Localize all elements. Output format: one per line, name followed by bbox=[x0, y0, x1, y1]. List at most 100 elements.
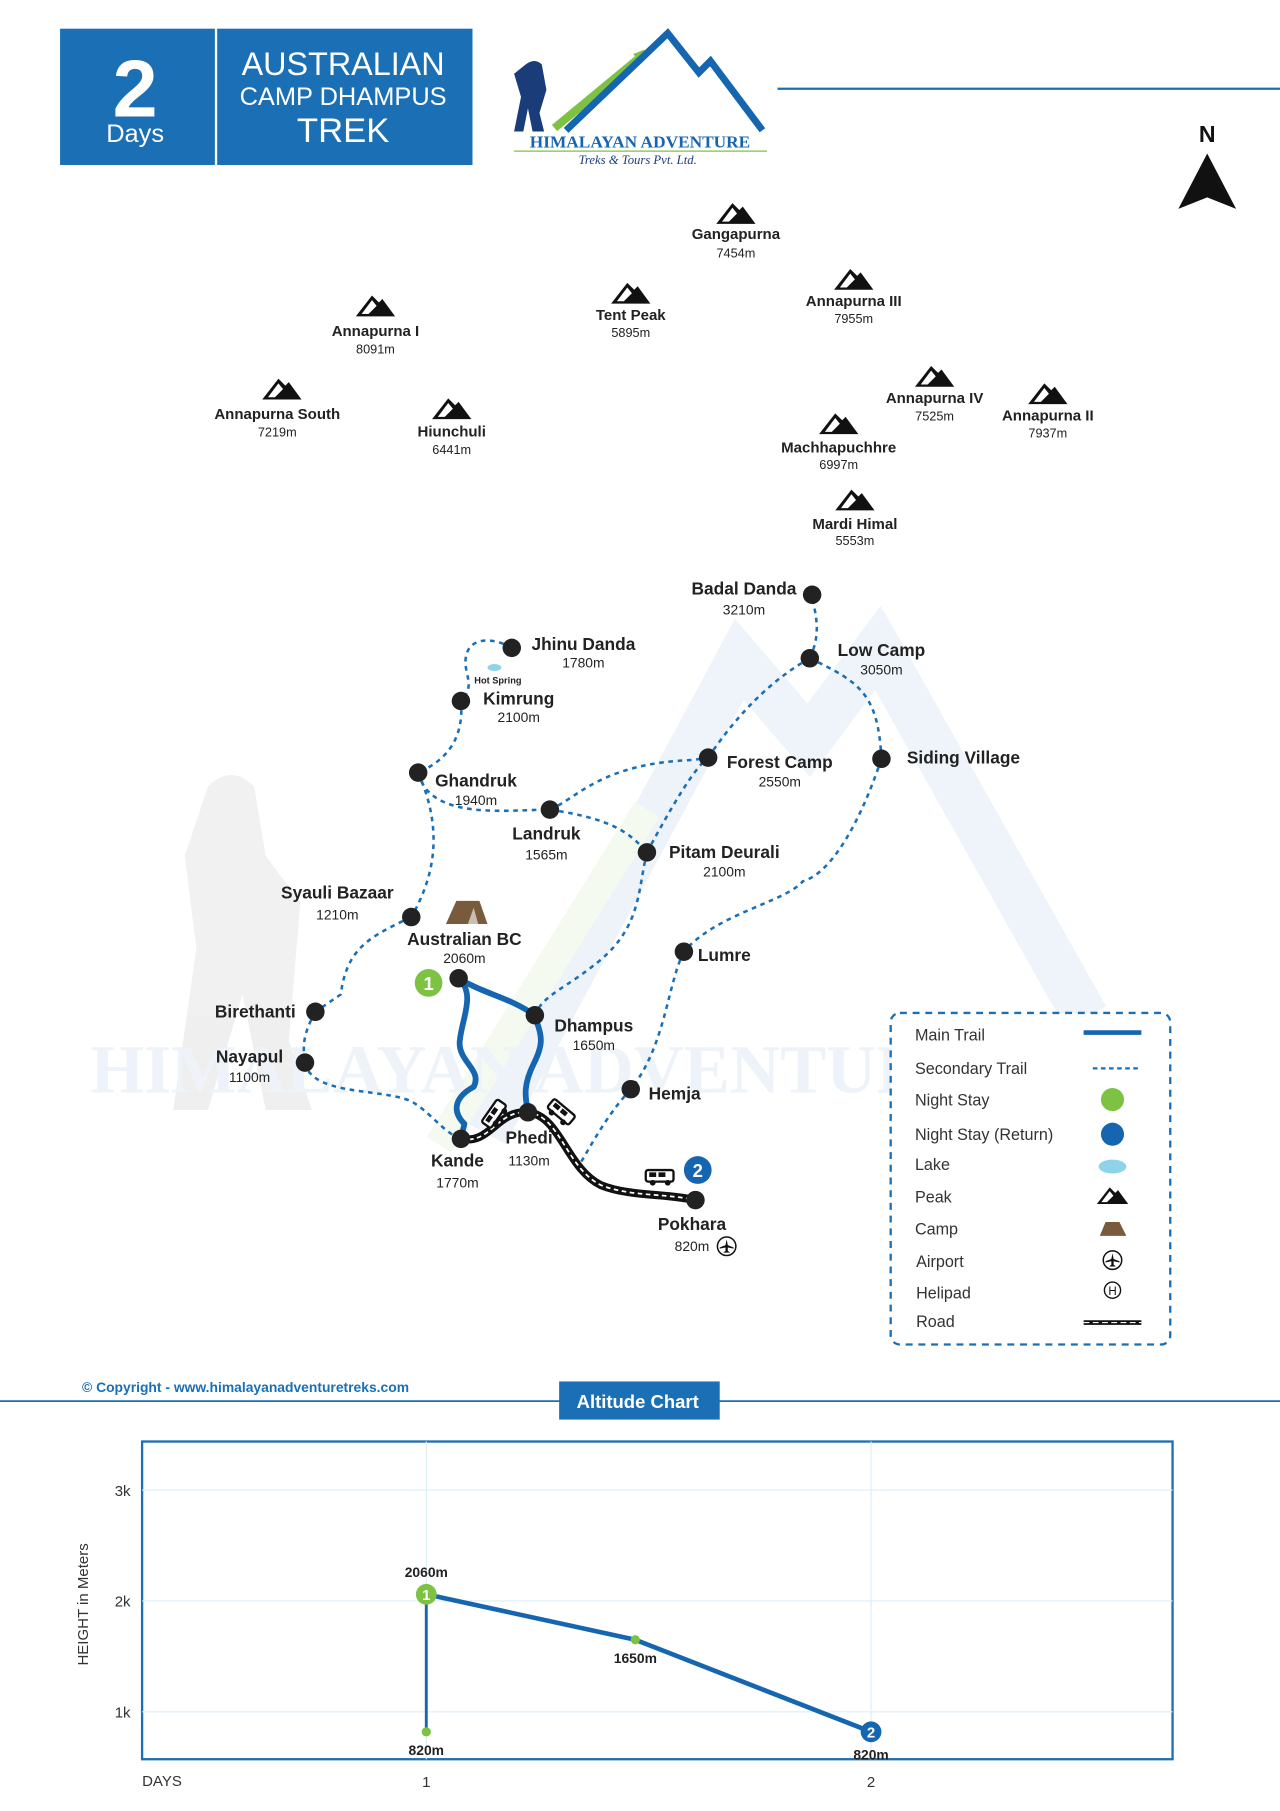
peak-icon bbox=[611, 282, 651, 304]
place-alt: 1770m bbox=[436, 1174, 478, 1190]
peak-name: Machhapuchhre bbox=[781, 440, 896, 457]
place-dot bbox=[686, 1190, 705, 1210]
legend-lake: Lake bbox=[915, 1156, 950, 1174]
legend-main-trail: Main Trail bbox=[915, 1027, 985, 1045]
chart-header: Altitude Chart bbox=[577, 1391, 699, 1412]
peak-alt: 6997m bbox=[819, 458, 858, 472]
place-alt: 2060m bbox=[443, 950, 485, 966]
logo-name: HIMALAYAN ADVENTURE bbox=[530, 133, 750, 152]
legend-camp: Camp bbox=[915, 1221, 958, 1239]
peak-name: Annapurna South bbox=[214, 406, 340, 423]
data-label: 820m bbox=[409, 1742, 444, 1758]
place-alt: 1940m bbox=[455, 792, 497, 808]
place-name: Ghandruk bbox=[435, 771, 517, 791]
camp-icon bbox=[445, 900, 488, 924]
place-name: Hemja bbox=[649, 1084, 701, 1104]
place-alt: 2100m bbox=[703, 864, 745, 880]
peak-name: Tent Peak bbox=[596, 307, 666, 324]
camp-icon bbox=[1099, 1222, 1127, 1236]
legend-peak: Peak bbox=[915, 1188, 953, 1206]
helipad-icon: H bbox=[1103, 1281, 1122, 1299]
days-box bbox=[60, 28, 215, 165]
place-dot bbox=[402, 907, 421, 927]
legend-airport: Airport bbox=[916, 1253, 964, 1271]
place-dot bbox=[449, 969, 468, 988]
day-marker-label: 1 bbox=[422, 1587, 430, 1604]
place-name: Forest Camp bbox=[727, 752, 833, 772]
place-name: Siding Village bbox=[907, 747, 1021, 767]
legend-road: Road bbox=[916, 1313, 955, 1331]
place-dot bbox=[518, 1103, 538, 1122]
place-dot bbox=[637, 843, 657, 862]
place-name: Nayapul bbox=[216, 1047, 283, 1067]
night-stay-marker: 1 bbox=[423, 973, 433, 994]
peak-icon bbox=[432, 398, 472, 420]
place-alt: 1565m bbox=[525, 846, 567, 862]
airport-icon bbox=[716, 1236, 737, 1257]
place-name: Pokhara bbox=[658, 1214, 727, 1234]
y-tick-label: 3k bbox=[115, 1483, 131, 1500]
day-marker bbox=[860, 1721, 882, 1743]
place-alt: 1100m bbox=[229, 1069, 270, 1085]
svg-text:H: H bbox=[1108, 1286, 1116, 1298]
data-point bbox=[630, 1635, 640, 1645]
place-alt: 1130m bbox=[508, 1152, 549, 1168]
place-dot bbox=[502, 638, 522, 658]
place-alt: 2550m bbox=[759, 774, 801, 790]
peak-icon bbox=[914, 366, 955, 387]
lake-icon bbox=[1098, 1159, 1127, 1174]
place-name: Dhampus bbox=[554, 1015, 633, 1035]
data-label: 1650m bbox=[614, 1650, 657, 1666]
peak-alt: 7454m bbox=[716, 246, 755, 260]
x-axis-label: DAYS bbox=[142, 1773, 182, 1790]
altitude-line-segment bbox=[634, 1637, 872, 1734]
copyright: © Copyright - www.himalayanadventuretrek… bbox=[82, 1379, 409, 1395]
day-marker bbox=[415, 1583, 437, 1605]
peak-icon bbox=[1028, 383, 1068, 405]
place-dot bbox=[698, 748, 718, 767]
day-marker-label: 2 bbox=[867, 1725, 875, 1742]
peak-name: Annapurna IV bbox=[886, 390, 984, 407]
peak-icon bbox=[355, 295, 396, 317]
peak-name: Annapurna II bbox=[1002, 407, 1094, 424]
peak-icon bbox=[834, 268, 874, 290]
place-dot bbox=[295, 1053, 315, 1072]
place-name: Lumre bbox=[698, 945, 751, 965]
place-name: Australian BC bbox=[407, 929, 522, 949]
peak-icon bbox=[716, 203, 756, 224]
place-dot bbox=[451, 691, 471, 711]
place-alt: 3210m bbox=[723, 601, 765, 617]
night-markers: 1 2 bbox=[414, 969, 712, 1184]
place-name: Birethanti bbox=[215, 1002, 296, 1022]
place-alt: 2100m bbox=[498, 709, 540, 725]
company-logo: HIMALAYAN ADVENTURE Treks & Tours Pvt. L… bbox=[514, 28, 768, 167]
data-point bbox=[421, 1727, 431, 1737]
place-alt: 3050m bbox=[860, 661, 902, 677]
place-dot bbox=[621, 1079, 640, 1099]
night-stay-icon bbox=[1100, 1088, 1125, 1112]
y-tick-label: 1k bbox=[115, 1705, 131, 1722]
place-name: Phedi bbox=[506, 1127, 553, 1147]
night-stay-return-icon bbox=[1100, 1122, 1125, 1146]
legend: Main Trail Secondary Trail Night Stay Ni… bbox=[889, 1011, 1172, 1346]
peak-alt: 6441m bbox=[432, 443, 471, 457]
north-label: N bbox=[1199, 121, 1216, 147]
place-dot bbox=[540, 800, 560, 819]
place-name: Landruk bbox=[512, 824, 581, 844]
peak-alt: 7525m bbox=[915, 409, 954, 423]
peak-alt: 8091m bbox=[356, 342, 395, 356]
logo-tagline: Treks & Tours Pvt. Ltd. bbox=[579, 153, 697, 167]
lake-icon bbox=[487, 664, 502, 671]
peak-icon bbox=[835, 489, 875, 511]
place-dot bbox=[802, 585, 822, 604]
title-line3: TREK bbox=[297, 112, 389, 150]
peak-name: Hiunchuli bbox=[418, 423, 486, 440]
place-alt: 1210m bbox=[316, 906, 358, 922]
place-dot bbox=[800, 649, 820, 668]
place-name: Kande bbox=[431, 1151, 484, 1171]
north-arrow: N bbox=[1178, 121, 1237, 209]
plot-frame bbox=[140, 1440, 1174, 1761]
hot-spring-label: Hot Spring bbox=[474, 676, 522, 686]
